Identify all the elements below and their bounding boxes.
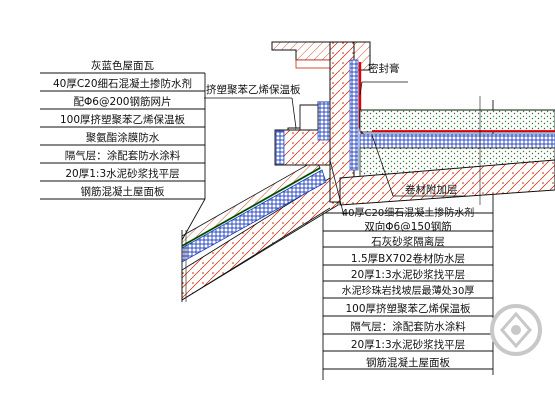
callout-sealant: 密封膏: [368, 63, 400, 75]
left-label-roof-tile: 灰蓝色屋面瓦: [91, 60, 154, 72]
watermark-logo-icon: [490, 304, 542, 356]
left-label-c20-concrete: 40厚C20细石混凝土掺防水剂: [52, 78, 193, 90]
right-label-membrane: 1.5厚BX702卷材防水层: [350, 253, 466, 265]
right-label-perlite-slope: 水泥珍珠岩找坡层最薄处30厚: [341, 286, 475, 297]
right-label-c20-concrete: 40厚C20细石混凝土掺防水剂: [341, 208, 475, 219]
left-label-pu-waterproof: 聚氨酯涂膜防水: [85, 132, 160, 144]
right-label-vapor-barrier: 隔气层：涂配套防水涂料: [350, 321, 466, 333]
flat-roof: [339, 96, 555, 206]
callout-extra-membrane: 卷材附加层: [405, 184, 458, 196]
parapet-gutter: [271, 41, 373, 203]
callout-parapet-insulation: 挤塑聚苯乙烯保温板: [206, 84, 301, 96]
right-label-insulation: 100厚挤塑聚苯乙烯保温板: [345, 303, 471, 315]
left-label-mesh: 配Φ6@200钢筋网片: [73, 96, 172, 108]
right-label-screed-2: 20厚1:3水泥砂浆找平层: [350, 339, 466, 351]
sloped-roof: [181, 159, 339, 302]
left-label-table: [40, 72, 206, 241]
right-label-screed-1: 20厚1:3水泥砂浆找平层: [350, 269, 466, 281]
left-label-vapor-barrier: 隔气层：涂配套防水涂料: [64, 150, 181, 162]
right-label-lime-mortar: 石灰砂浆隔离层: [371, 236, 445, 248]
callout-leaders: [204, 81, 466, 217]
left-label-slab: 钢筋混凝土屋面板: [80, 186, 165, 198]
right-label-slab: 钢筋混凝土屋面板: [366, 357, 450, 369]
left-label-screed: 20厚1:3水泥砂浆找平层: [65, 168, 180, 180]
left-label-insulation: 100厚挤塑聚苯乙烯保温板: [59, 114, 186, 126]
right-label-rebar: 双向Φ6@150钢筋: [364, 221, 452, 233]
